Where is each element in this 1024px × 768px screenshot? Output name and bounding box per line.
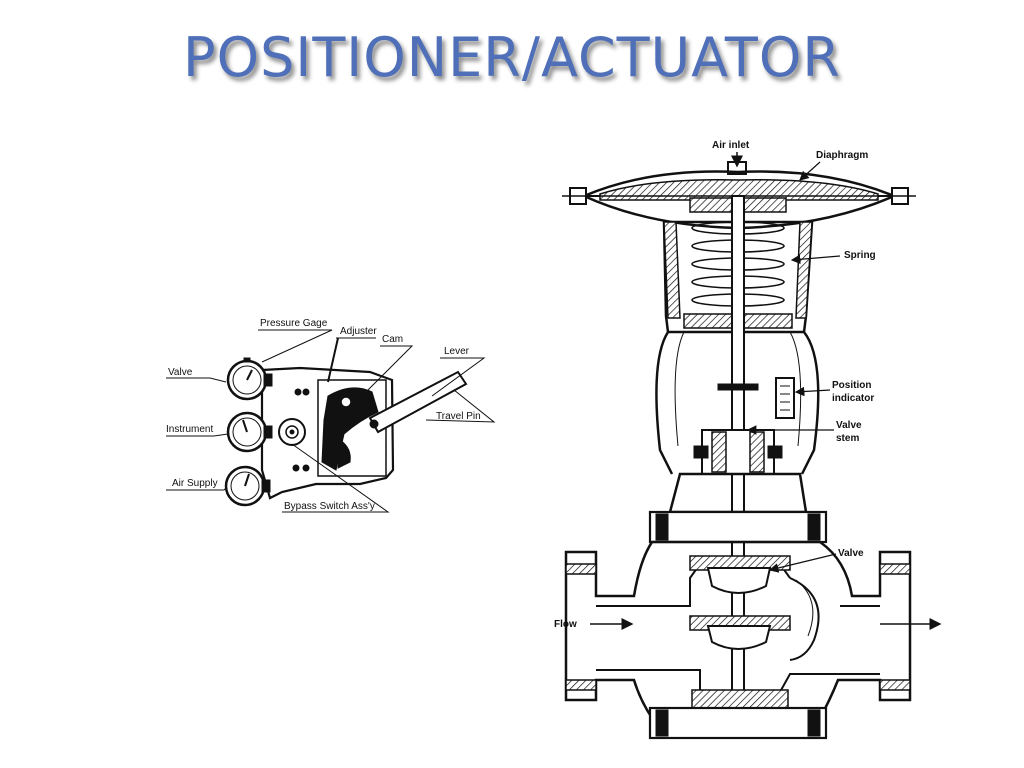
label-valve: Valve [168, 367, 193, 378]
label-cam: Cam [382, 334, 403, 345]
label-lever: Lever [444, 346, 470, 357]
air-supply-gauge [224, 465, 266, 507]
valve-plug [706, 567, 772, 594]
lever-arm [368, 370, 468, 434]
label-adjuster: Adjuster [340, 326, 377, 337]
label-instrument: Instrument [166, 424, 213, 435]
cam-mechanism [321, 387, 379, 471]
label-valve-stem-line1: Valve [836, 420, 862, 431]
label-position-indicator-line2: indicator [832, 393, 874, 404]
label-air-supply: Air Supply [172, 478, 218, 489]
slide-title: POSITIONER/ACTUATOR [183, 26, 841, 89]
position-indicator [775, 377, 795, 419]
label-flow: Flow [554, 619, 577, 630]
actuator-diagram: Air inlet Diaphragm Spring Position indi… [554, 140, 942, 740]
valve-gauge [226, 357, 268, 401]
label-valve-stem-line2: stem [836, 433, 859, 444]
label-valve: Valve [838, 548, 864, 559]
label-travel-pin: Travel Pin [436, 411, 481, 422]
label-diaphragm: Diaphragm [816, 150, 868, 161]
instrument-gauge [226, 411, 268, 453]
label-air-inlet: Air inlet [712, 140, 750, 151]
positioner-diagram: Pressure Gage Adjuster Cam Lever Valve I… [166, 318, 496, 513]
label-position-indicator-line1: Position [832, 380, 871, 391]
label-spring: Spring [844, 250, 876, 261]
positioner-housing [260, 366, 395, 500]
label-pressure-gage: Pressure Gage [260, 318, 328, 329]
label-bypass-switch: Bypass Switch Ass'y [284, 501, 375, 512]
